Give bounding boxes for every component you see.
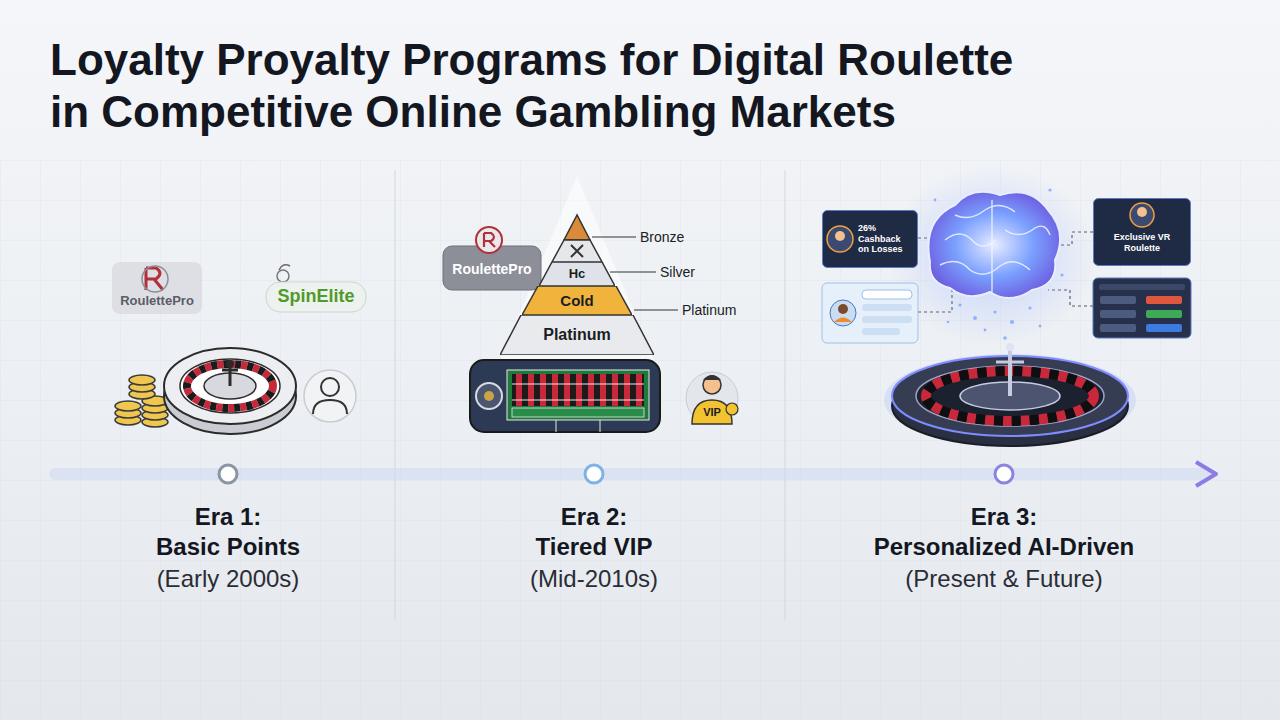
era-name: Basic Points (68, 533, 388, 562)
offer-card: 26% Cashback on Losses (822, 210, 918, 268)
era-period: (Mid-2010s) (434, 565, 754, 594)
era-name: Tiered VIP (434, 533, 754, 562)
logo-text: SpinElite (266, 286, 366, 308)
pyramid-tier: Cold (522, 286, 632, 315)
node-text: Cold (560, 292, 593, 310)
avatar (827, 226, 853, 252)
vr-card: Exclusive VR Roulette (1093, 198, 1191, 266)
timeline (55, 462, 1216, 486)
card-shape (823, 211, 918, 268)
player-icon (304, 370, 356, 422)
pyramid-top (552, 215, 602, 262)
offers-card (1093, 278, 1191, 338)
diagram-title: Loyalty Proyalty Programs for Digital Ro… (50, 34, 1045, 138)
tier-shape (522, 286, 632, 315)
card-shape (1094, 199, 1191, 266)
roulettepro-badge (443, 227, 541, 290)
node-text: Platinum (543, 325, 611, 344)
tier-label: Silver (660, 264, 740, 281)
era-name: Personalized AI-Driven (814, 533, 1194, 562)
era-number: Era 1: (78, 503, 378, 532)
logo-text: RoulettePro (444, 261, 540, 278)
era-number: Era 2: (444, 503, 744, 532)
background-grid (0, 160, 1280, 720)
vip-badge-text: VIP (692, 406, 732, 419)
roulette-wheel (164, 348, 296, 434)
era-number: Era 3: (854, 503, 1154, 532)
era-period: (Early 2000s) (68, 565, 388, 594)
pyramid-tier: Platinum (500, 315, 654, 355)
node-text: Exclusive VR Roulette (1098, 232, 1186, 254)
tier-shape (500, 315, 654, 355)
node-text: 26% Cashback on Losses (858, 223, 913, 255)
vip-icon (686, 372, 738, 424)
tier-label: Platinum (682, 302, 772, 319)
node-text: Hc (569, 266, 586, 282)
profile-card (822, 283, 918, 343)
coin-stacks (115, 375, 168, 427)
avatar (1130, 203, 1154, 227)
pyramid-tier: Hc (539, 262, 615, 286)
tier-label: Bronze (640, 229, 720, 246)
roulette-table (470, 360, 660, 432)
spinelite-logo (266, 265, 366, 312)
era-period: (Present & Future) (834, 565, 1174, 594)
logo-text: RoulettePro (109, 293, 205, 309)
vr-roulette-wheel (884, 343, 1136, 446)
tier-shape (539, 262, 615, 286)
